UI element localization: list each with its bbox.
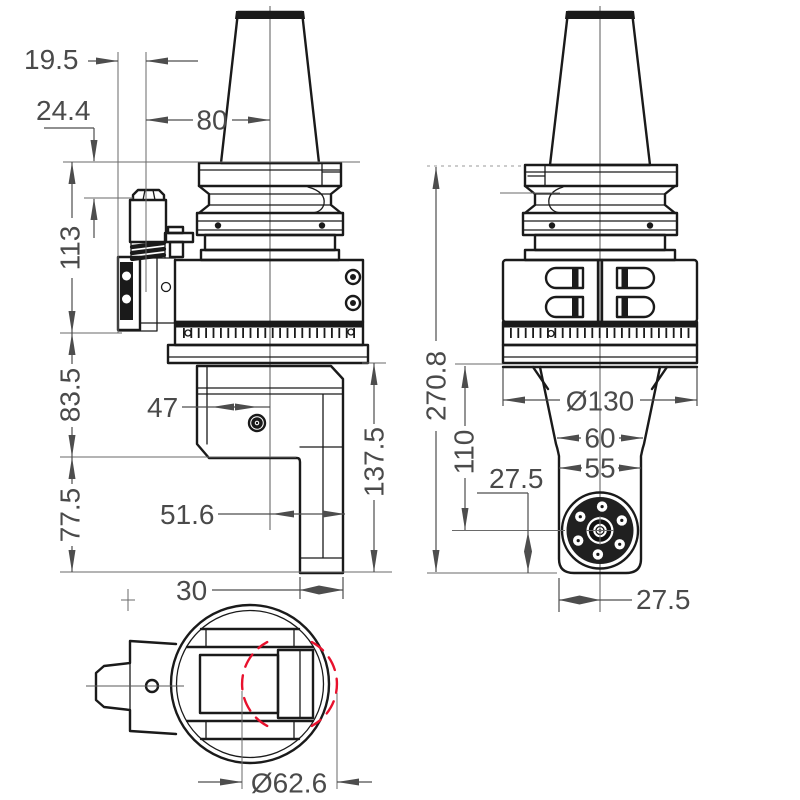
pin-connector (86, 639, 184, 736)
dim-83-5: 83.5 (55, 368, 86, 423)
dim-51-6: 51.6 (160, 499, 215, 530)
angle-head (195, 364, 345, 575)
front-view-part (501, 6, 699, 612)
v-flange (195, 161, 345, 262)
cutter-circle-arc (310, 640, 339, 728)
dim-77-5: 77.5 (55, 488, 86, 543)
v-flange (521, 163, 679, 262)
dim-47: 47 (147, 392, 178, 423)
dim-137-5: 137.5 (359, 427, 390, 497)
dim-60: 60 (584, 423, 615, 454)
cutter-circle-arc (240, 640, 269, 728)
dim-27-5-bottom: 27.5 (636, 584, 691, 615)
spindle-face (560, 491, 640, 570)
dim-55: 55 (584, 453, 615, 484)
housing-body (501, 258, 699, 369)
housing-body (166, 258, 370, 365)
dim-24-4: 24.4 (36, 95, 91, 126)
dim-110: 110 (449, 430, 480, 475)
dim-113: 113 (55, 226, 86, 271)
side-view-dimensions: 19.5 24.4 80 113 83.5 77.5 47 51.6 137.5 (24, 44, 392, 606)
dim-19-5: 19.5 (24, 44, 79, 75)
front-view-dimensions: 270.8 Ø130 60 55 110 27.5 27.5 (421, 165, 698, 615)
dim-dia-62-6: Ø62.6 (251, 768, 327, 799)
output-neck (531, 365, 669, 575)
dim-30: 30 (176, 575, 207, 606)
center-mark-icon (121, 589, 135, 611)
dim-dia-130: Ø130 (566, 386, 635, 417)
dim-80: 80 (196, 105, 227, 136)
bottom-view-part (86, 589, 339, 765)
dim-27-5-side: 27.5 (489, 463, 544, 494)
bottom-view-dimensions: Ø62.6 (198, 691, 372, 799)
dim-270-8: 270.8 (421, 351, 452, 421)
side-view-part (116, 6, 370, 575)
